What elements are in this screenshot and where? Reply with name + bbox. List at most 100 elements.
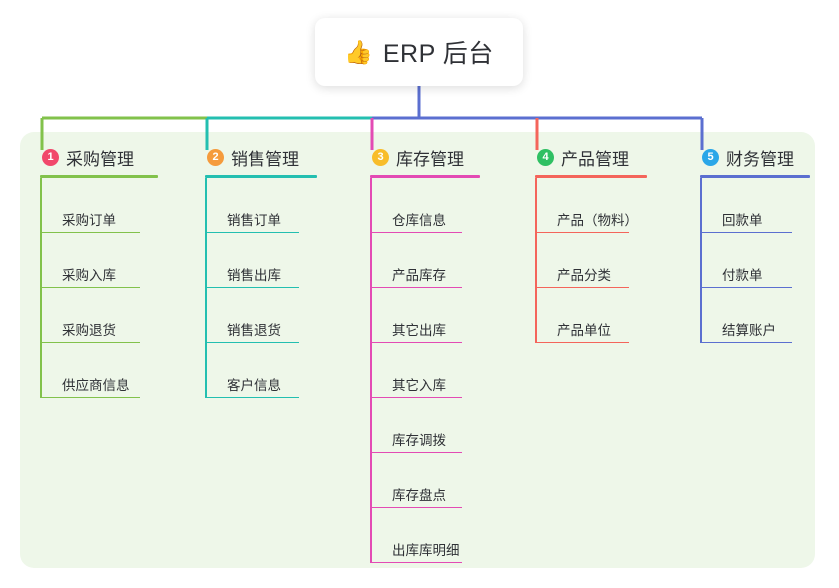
column-spine xyxy=(535,178,537,343)
menu-item-rule xyxy=(40,396,140,398)
menu-item-label: 供应商信息 xyxy=(62,378,130,394)
column-number-badge: 5 xyxy=(702,148,719,166)
column-spine xyxy=(700,178,702,343)
column-header-rule xyxy=(700,175,810,178)
menu-item-rule xyxy=(700,341,792,343)
column-spine xyxy=(370,178,372,563)
menu-item[interactable]: 采购入库 xyxy=(40,233,158,288)
page-title: ERP 后台 xyxy=(382,40,494,68)
column-header-rule xyxy=(205,175,317,178)
column-1: 1 采购管理采购订单采购入库采购退货供应商信息 xyxy=(40,146,158,398)
menu-item-rule xyxy=(205,231,299,233)
menu-item[interactable]: 结算账户 xyxy=(700,288,810,343)
column-items: 采购订单采购入库采购退货供应商信息 xyxy=(40,178,158,398)
menu-item[interactable]: 供应商信息 xyxy=(40,343,158,398)
column-number-badge: 3 xyxy=(372,148,389,166)
menu-item-rule xyxy=(40,231,140,233)
menu-item-label: 产品分类 xyxy=(557,268,611,284)
column-4: 4 产品管理产品（物料） 产品分类产品单位 xyxy=(535,146,647,343)
menu-item[interactable]: 销售订单 xyxy=(205,178,317,233)
column-2: 2 销售管理销售订单销售出库销售退货客户信息 xyxy=(205,146,317,398)
column-spine xyxy=(40,178,42,398)
menu-item[interactable]: 销售出库 xyxy=(205,233,317,288)
column-header-rule xyxy=(370,175,480,178)
menu-item[interactable]: 产品库存 xyxy=(370,233,480,288)
menu-item-label: 付款单 xyxy=(722,268,763,284)
menu-item[interactable]: 仓库信息 xyxy=(370,178,480,233)
menu-item[interactable]: 客户信息 xyxy=(205,343,317,398)
menu-item[interactable]: 出库库明细 xyxy=(370,508,480,563)
menu-item-rule xyxy=(535,231,629,233)
menu-item-label: 库存盘点 xyxy=(392,488,446,504)
menu-item[interactable]: 产品分类 xyxy=(535,233,647,288)
menu-item[interactable]: 销售退货 xyxy=(205,288,317,343)
column-title: 销售管理 xyxy=(231,149,299,169)
column-header[interactable]: 4 产品管理 xyxy=(535,146,647,169)
diagram-panel xyxy=(20,132,815,568)
menu-item-label: 产品（物料） xyxy=(557,213,638,229)
menu-item-rule xyxy=(535,341,629,343)
menu-item-label: 产品库存 xyxy=(392,268,446,284)
menu-item-rule xyxy=(40,286,140,288)
menu-item[interactable]: 其它入库 xyxy=(370,343,480,398)
menu-item-rule xyxy=(205,341,299,343)
menu-item-rule xyxy=(205,286,299,288)
menu-item-label: 采购退货 xyxy=(62,323,116,339)
column-items: 产品（物料） 产品分类产品单位 xyxy=(535,178,647,343)
column-spine xyxy=(205,178,207,398)
menu-item[interactable]: 采购退货 xyxy=(40,288,158,343)
menu-item-label: 销售出库 xyxy=(227,268,281,284)
column-number-badge: 2 xyxy=(207,148,224,166)
menu-item[interactable]: 库存调拨 xyxy=(370,398,480,453)
menu-item-label: 库存调拨 xyxy=(392,433,446,449)
menu-item-label: 其它入库 xyxy=(392,378,446,394)
menu-item-label: 仓库信息 xyxy=(392,213,446,229)
root-title-card: 👍 ERP 后台 xyxy=(315,18,523,86)
menu-item-rule xyxy=(700,286,792,288)
menu-item-rule xyxy=(535,286,629,288)
column-items: 回款单付款单结算账户 xyxy=(700,178,810,343)
menu-item-rule xyxy=(370,341,462,343)
menu-item[interactable]: 采购订单 xyxy=(40,178,158,233)
menu-item-rule xyxy=(40,341,140,343)
menu-item-rule xyxy=(370,451,462,453)
menu-item-label: 产品单位 xyxy=(557,323,611,339)
column-items: 销售订单销售出库销售退货客户信息 xyxy=(205,178,317,398)
menu-item[interactable]: 其它出库 xyxy=(370,288,480,343)
column-items: 仓库信息产品库存其它出库其它入库库存调拨库存盘点出库库明细 xyxy=(370,178,480,563)
menu-item-label: 回款单 xyxy=(722,213,763,229)
menu-item[interactable]: 回款单 xyxy=(700,178,810,233)
column-3: 3 库存管理仓库信息产品库存其它出库其它入库库存调拨库存盘点出库库明细 xyxy=(370,146,480,563)
column-title: 财务管理 xyxy=(726,149,794,169)
menu-item-rule xyxy=(370,396,462,398)
menu-item-rule xyxy=(370,561,462,563)
menu-item-label: 出库库明细 xyxy=(392,543,460,559)
column-title: 库存管理 xyxy=(396,149,464,169)
column-title: 产品管理 xyxy=(561,149,629,169)
column-header[interactable]: 5 财务管理 xyxy=(700,146,810,169)
menu-item-rule xyxy=(370,286,462,288)
column-header[interactable]: 1 采购管理 xyxy=(40,146,158,169)
menu-item-rule xyxy=(700,231,792,233)
menu-item-label: 销售订单 xyxy=(227,213,281,229)
menu-item-label: 采购订单 xyxy=(62,213,116,229)
menu-item-label: 采购入库 xyxy=(62,268,116,284)
menu-item[interactable]: 产品单位 xyxy=(535,288,647,343)
column-title: 采购管理 xyxy=(66,149,134,169)
menu-item[interactable]: 库存盘点 xyxy=(370,453,480,508)
menu-item-label: 其它出库 xyxy=(392,323,446,339)
menu-item-label: 结算账户 xyxy=(722,323,776,339)
column-header-rule xyxy=(40,175,158,178)
column-number-badge: 4 xyxy=(537,148,554,166)
column-number-badge: 1 xyxy=(42,148,59,166)
menu-item[interactable]: 付款单 xyxy=(700,233,810,288)
column-header[interactable]: 2 销售管理 xyxy=(205,146,317,169)
menu-item-label: 客户信息 xyxy=(227,378,281,394)
menu-item[interactable]: 产品（物料） xyxy=(535,178,647,233)
column-header[interactable]: 3 库存管理 xyxy=(370,146,480,169)
thumbs-up-icon: 👍 xyxy=(344,38,373,65)
menu-item-rule xyxy=(370,231,462,233)
column-header-rule xyxy=(535,175,647,178)
menu-item-label: 销售退货 xyxy=(227,323,281,339)
